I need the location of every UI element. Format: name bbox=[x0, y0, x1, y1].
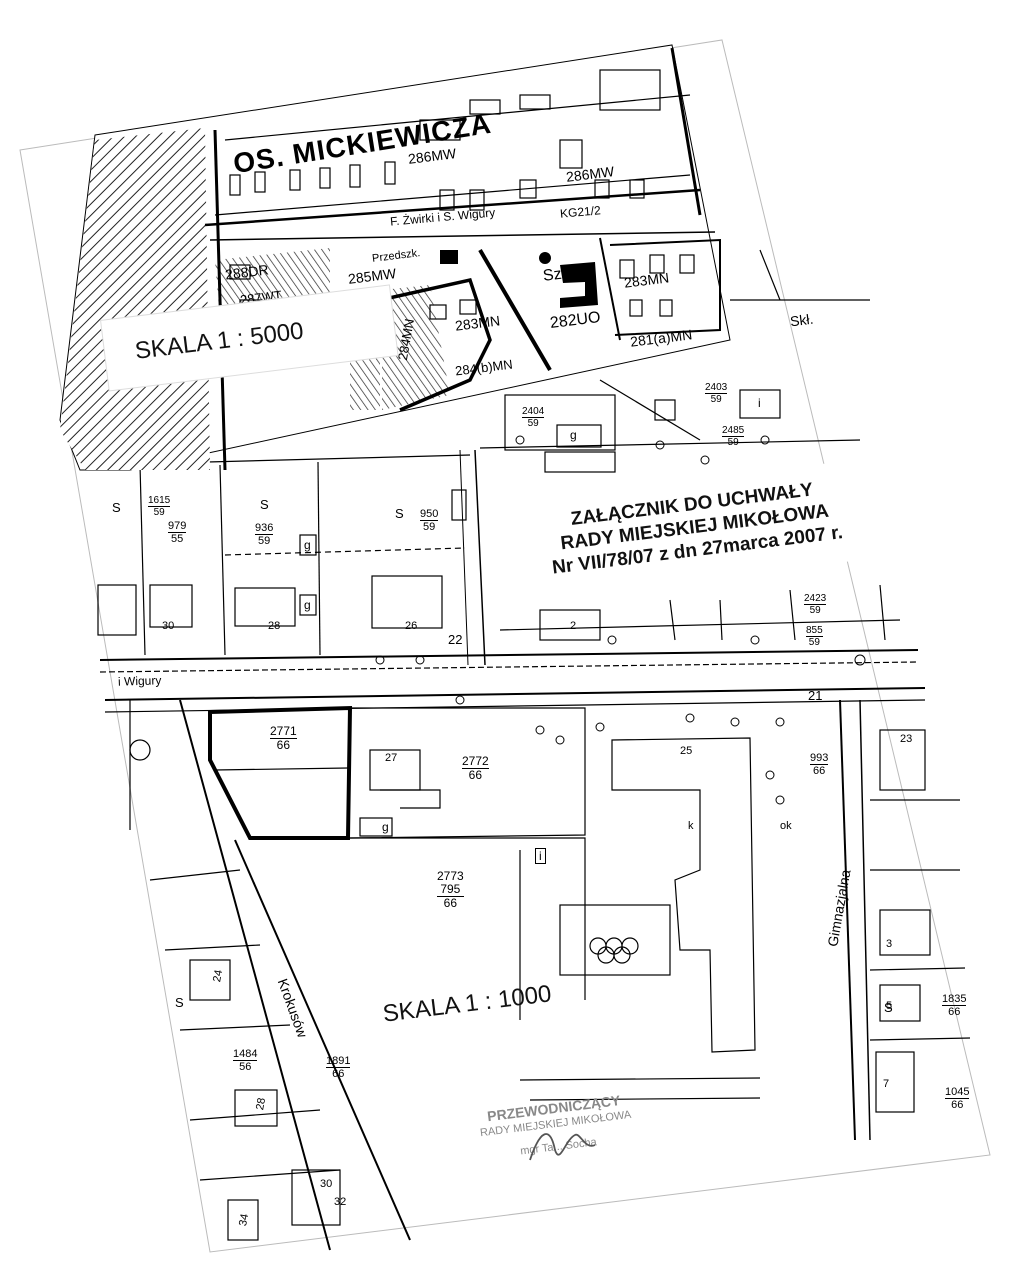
kindergarten-building-icon bbox=[440, 250, 458, 264]
house-number-34: 34 bbox=[237, 1212, 252, 1228]
land-use-s-4: S bbox=[175, 995, 184, 1010]
house-number-5: 5 bbox=[886, 1000, 893, 1012]
hatched-zone-west bbox=[60, 128, 210, 470]
garage-g-3: g bbox=[570, 428, 577, 442]
house-number-22: 22 bbox=[448, 632, 463, 647]
land-use-s-3: S bbox=[395, 506, 404, 521]
street-label-wigury: i Wigury bbox=[117, 673, 162, 689]
house-number-25: 25 bbox=[680, 745, 693, 757]
house-number-28-south: 28 bbox=[254, 1096, 269, 1112]
house-number-30: 30 bbox=[162, 620, 175, 632]
label-szk: Szk. bbox=[542, 264, 575, 285]
parcel-lines-south bbox=[129, 700, 971, 1241]
hatched-zone-283mn bbox=[382, 285, 450, 410]
tree-symbols bbox=[375, 435, 866, 805]
house-number-23: 23 bbox=[900, 733, 913, 745]
house-number-32: 32 bbox=[334, 1196, 347, 1208]
school-building-icon bbox=[560, 262, 598, 308]
house-number-26: 26 bbox=[405, 620, 418, 632]
label-skl: Skł. bbox=[789, 310, 815, 330]
garage-g-1: g bbox=[304, 538, 311, 552]
land-use-s-5: S bbox=[884, 1000, 893, 1015]
garage-g-2: g bbox=[304, 598, 311, 612]
house-number-21: 21 bbox=[808, 688, 823, 703]
parcel-lines-upper-right bbox=[479, 249, 870, 473]
symbol-k: k bbox=[688, 820, 694, 832]
school-roundel-icon bbox=[539, 252, 551, 264]
upper-buildings bbox=[229, 69, 695, 320]
land-use-s-1: S bbox=[112, 500, 121, 515]
house-number-30-south: 30 bbox=[320, 1178, 333, 1190]
garage-g-4: g bbox=[382, 820, 389, 834]
house-number-24: 24 bbox=[211, 968, 226, 984]
upper-boundaries bbox=[204, 47, 721, 471]
info-i-1: i bbox=[758, 396, 761, 410]
symbol-ok: ok bbox=[780, 820, 792, 832]
house-number-7: 7 bbox=[883, 1078, 890, 1090]
land-use-s-2: S bbox=[260, 497, 269, 512]
house-number-27: 27 bbox=[385, 752, 398, 764]
house-number-3: 3 bbox=[886, 938, 893, 950]
info-i-2: i bbox=[535, 848, 546, 864]
house-number-28: 28 bbox=[268, 620, 281, 632]
signature-scribble bbox=[529, 1133, 596, 1161]
house-number-2: 2 bbox=[570, 620, 577, 632]
